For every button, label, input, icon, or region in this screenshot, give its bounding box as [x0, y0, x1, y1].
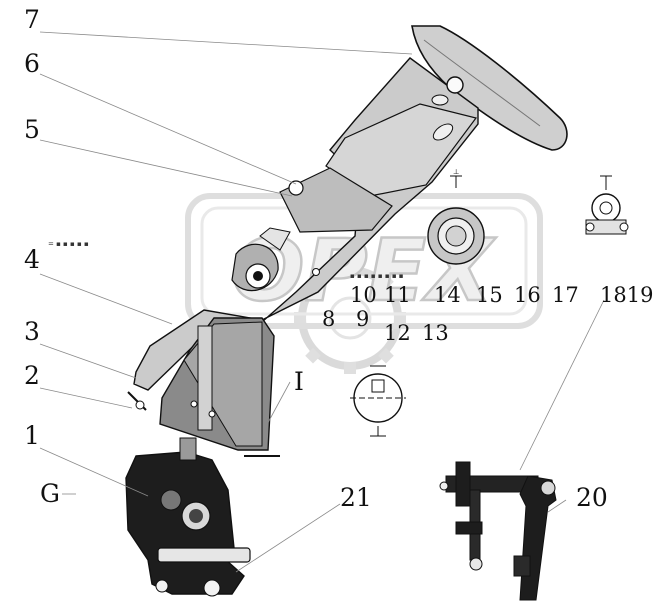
callout-5: 5 [24, 115, 40, 144]
section-detail-right [585, 175, 629, 235]
drag-link [439, 461, 557, 601]
callout-12: 12 [384, 321, 411, 345]
callout-20: 20 [576, 483, 608, 512]
callout-7: 7 [24, 5, 40, 34]
leader-lines [39, 31, 605, 573]
annotation-4: = ▪ ▪ ▪ ▪ ▪ [48, 240, 89, 248]
steering-gear-box [125, 437, 251, 597]
callout-15: 15 [476, 283, 503, 307]
callout-1: 1 [24, 421, 40, 450]
lower-bracket [127, 317, 280, 457]
callout-3: 3 [24, 317, 40, 346]
annotation-10: ▪ ▪ ▪ ▪ ▪ ▪ ▪ ▪ [350, 272, 404, 280]
callout-4: 4 [24, 245, 40, 274]
callout-6: 6 [24, 49, 40, 78]
callout-21: 21 [340, 483, 372, 512]
callout-10: 10 [350, 283, 377, 307]
svg-text:⊥: ⊥ [453, 168, 460, 176]
view-label-g: G [40, 479, 60, 508]
callout-18-19: 1819 [600, 283, 653, 307]
callout-11: 11 [384, 283, 411, 307]
callout-8: 8 [322, 307, 335, 331]
steering-wheel [411, 25, 568, 151]
callout-16: 16 [514, 283, 541, 307]
view-label-roman-one: I [294, 367, 304, 396]
callout-labels: 7 6 5 4 3 2 1 G I 10 11 14 15 16 17 1819… [24, 5, 653, 512]
callout-2: 2 [24, 361, 40, 390]
steering-column [133, 57, 479, 391]
callout-14: 14 [434, 283, 461, 307]
callout-9: 9 [356, 307, 369, 331]
bearing-detail: ⊥ [427, 168, 485, 265]
section-detail-circle [350, 365, 406, 437]
callout-13: 13 [422, 321, 449, 345]
callout-17: 17 [552, 283, 579, 307]
